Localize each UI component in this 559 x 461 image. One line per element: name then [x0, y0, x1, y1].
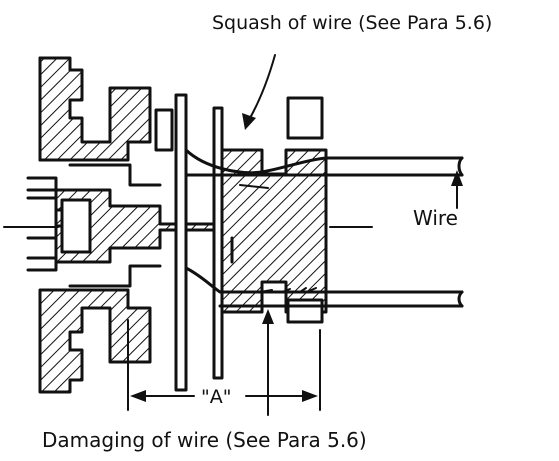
squash-leader-arrow	[249, 54, 276, 119]
washer-plates	[174, 93, 224, 392]
coupling-nut-bottom	[38, 288, 152, 394]
dimension-right-arrowhead	[302, 390, 318, 402]
squash-arrowhead	[242, 113, 256, 130]
dimension-a	[127, 319, 321, 411]
upper-wire	[184, 148, 464, 189]
dimension-left-arrowhead	[130, 390, 146, 402]
coupling-nut-top	[38, 56, 152, 162]
contact-pin	[54, 188, 222, 264]
damage-arrowhead	[262, 309, 274, 324]
top-stubs	[154, 96, 324, 324]
lower-wire	[184, 266, 464, 308]
squash-label: Squash of wire (See Para 5.6)	[212, 12, 492, 34]
dimension-a-label: "A"	[201, 386, 231, 408]
wire-arrowhead	[451, 170, 463, 186]
damaging-label: Damaging of wire (See Para 5.6)	[42, 428, 367, 452]
wire-label: Wire	[413, 206, 458, 230]
